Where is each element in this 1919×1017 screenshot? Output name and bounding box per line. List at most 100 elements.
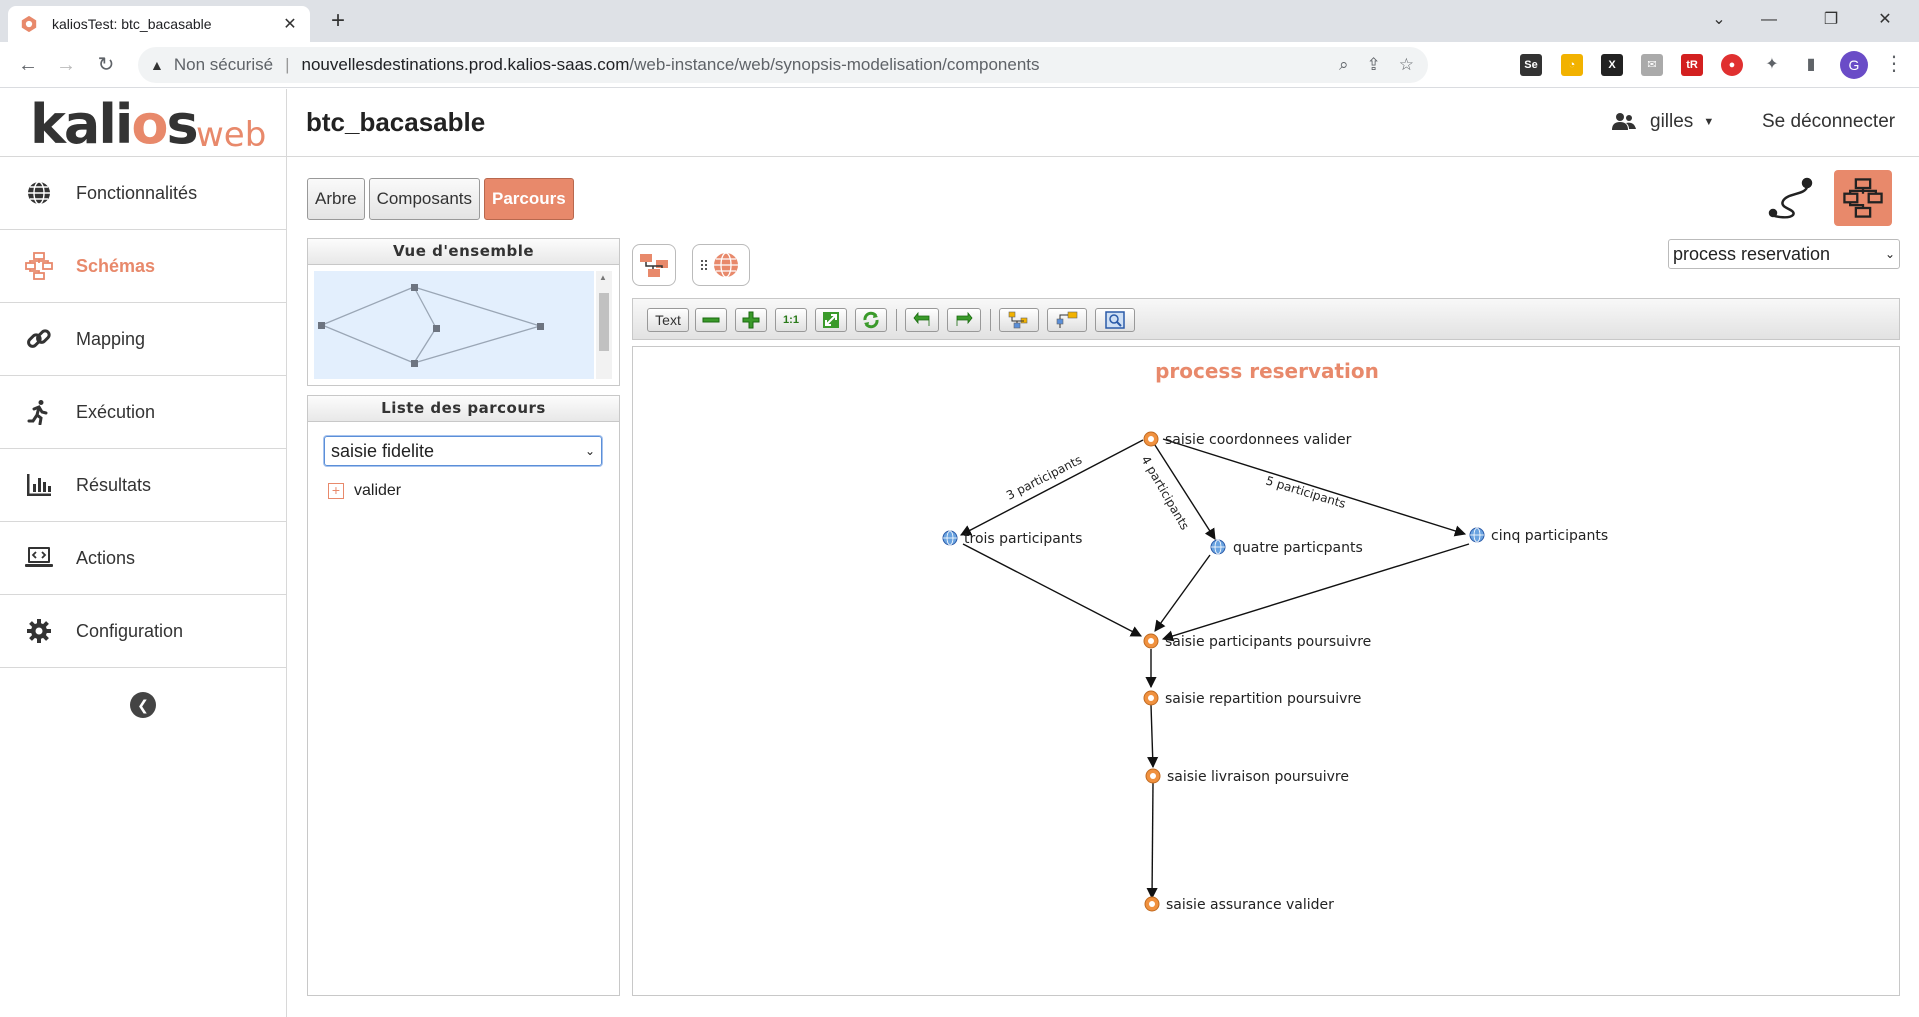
tr-extension-icon[interactable]: tR [1681,54,1703,76]
step-node-icon[interactable] [1143,431,1159,447]
sidebar-item-actions[interactable]: Actions [0,522,286,595]
node-label[interactable]: saisie participants poursuivre [1165,634,1371,650]
sidebar-item-label: Exécution [76,401,156,422]
scroll-thumb[interactable] [599,293,609,351]
chevron-down-icon: ⌄ [1884,247,1895,261]
route-path-icon[interactable] [1764,170,1820,226]
sidepanel-icon[interactable]: ▮ [1806,56,1816,73]
edge-coordonnees-trois[interactable] [960,439,1144,536]
edge-repartition-livraison[interactable] [1147,704,1159,769]
back-icon[interactable]: ← [18,54,38,76]
edge-livraison-assurance[interactable] [1146,782,1158,900]
route-select-value: saisie fidelite [331,440,435,461]
fit-button[interactable] [815,308,847,332]
schema-mode-button[interactable] [1834,170,1892,226]
bookmark-star-icon[interactable]: ☆ [1398,55,1414,74]
hierarchy-layout-button[interactable] [632,244,676,286]
globe-icon [701,252,738,278]
expand-plus-icon[interactable]: + [328,483,344,499]
overview-minimap[interactable] [314,271,594,379]
sidebar-item-label: Configuration [76,620,184,641]
x-extension-icon[interactable]: X [1601,54,1623,76]
sidebar-item-execution[interactable]: Exécution [0,376,286,449]
collapse-sidebar-button[interactable]: ❮ [130,692,156,718]
node-label[interactable]: cinq participants [1491,528,1608,544]
zoom-in-button[interactable] [735,308,767,332]
url-field[interactable]: ▲ Non sécurisé | nouvellesdestinations.p… [138,47,1428,83]
edge-coordonnees-cinq[interactable] [1162,438,1467,537]
speed-extension-icon[interactable]: ◔ [1561,54,1583,76]
mail-extension-icon[interactable]: ✉ [1641,54,1663,76]
route-select[interactable]: saisie fidelite ⌄ [324,436,602,466]
node-label[interactable]: trois participants [964,531,1082,547]
kalios-favicon-icon [21,15,37,33]
pokeball-extension-icon[interactable]: ● [1721,54,1743,76]
browser-menu-icon[interactable]: ⋮ [1884,53,1904,75]
close-tab-icon[interactable]: ✕ [283,16,297,33]
omnibox-icons: ⌕ ⇪ ☆ [1339,55,1414,75]
step-node-icon[interactable] [1143,633,1159,649]
profile-avatar[interactable]: G [1840,51,1868,79]
node-label[interactable]: saisie coordonnees valider [1165,432,1352,448]
minus-icon [702,317,720,323]
layout-compact-button[interactable] [1047,308,1087,332]
actual-size-button[interactable]: 1:1 [775,308,807,332]
puzzle-extensions-icon[interactable]: ✦ [1765,56,1779,73]
step-node-icon[interactable] [1143,690,1159,706]
sidebar-item-fonctionnalites[interactable]: Fonctionnalités [0,157,286,230]
hierarchy-icon [640,254,668,277]
warning-icon[interactable]: ▲ [150,57,164,73]
sidebar-item-configuration[interactable]: Configuration [0,595,286,668]
share-icon[interactable]: ⇪ [1366,55,1381,74]
browser-tab[interactable]: kaliosTest: btc_bacasable ✕ [8,6,310,42]
zoom-out-button[interactable] [695,308,727,332]
edge-coordonnees-quatre[interactable] [1152,441,1216,540]
redo-button[interactable] [947,308,981,332]
sidebar-item-mapping[interactable]: Mapping [0,303,286,376]
step-node-icon[interactable] [1145,768,1161,784]
user-menu[interactable]: gilles ▼ [1612,111,1714,133]
edge-quatre-participants[interactable] [1154,554,1211,632]
forward-icon[interactable]: → [56,54,76,76]
overview-scrollbar[interactable]: ▲ [596,271,612,379]
tab-parcours[interactable]: Parcours [484,178,574,220]
tab-arbre[interactable]: Arbre [307,178,365,220]
close-window-icon[interactable]: ✕ [1878,11,1892,28]
mode-switcher [1764,170,1892,226]
diagram-canvas[interactable]: process reservation 3 participants 4 par… [632,346,1900,996]
outline-button[interactable] [1095,308,1135,332]
edge-trois-participants[interactable] [962,543,1142,637]
web-node-icon[interactable] [1210,539,1226,555]
node-label[interactable]: saisie repartition poursuivre [1165,691,1361,707]
edge-label-4-participants: 4 participants [1138,454,1192,533]
web-view-button[interactable] [692,244,750,286]
kalios-logo[interactable]: kalios [30,93,199,156]
minimize-icon[interactable]: — [1761,11,1777,28]
scroll-up-icon[interactable]: ▲ [599,273,607,282]
edge-cinq-participants[interactable] [1161,543,1470,642]
restore-icon[interactable]: ❐ [1823,11,1839,28]
node-label[interactable]: quatre particpants [1233,540,1363,556]
layout-tree-button[interactable] [999,308,1039,332]
node-label[interactable]: saisie assurance valider [1166,897,1334,913]
chevron-down-icon[interactable]: ⌄ [1712,11,1726,28]
process-select[interactable]: process reservation ⌄ [1668,239,1900,269]
tab-composants[interactable]: Composants [368,178,481,220]
zoom-icon[interactable]: ⌕ [1338,55,1349,74]
expand-arrows-icon [823,312,839,328]
reload-icon[interactable]: ↻ [97,54,115,76]
undo-button[interactable] [905,308,939,332]
list-item[interactable]: + valider [328,482,401,500]
process-select-value: process reservation [1673,243,1831,264]
sidebar-item-schemas[interactable]: Schémas [0,230,286,303]
web-node-icon[interactable] [1469,527,1485,543]
new-tab-button[interactable]: + [330,7,345,34]
text-button[interactable]: Text [647,308,689,332]
selenium-extension-icon[interactable]: Se [1520,54,1542,76]
node-label[interactable]: saisie livraison poursuivre [1167,769,1349,785]
sidebar-item-resultats[interactable]: Résultats [0,449,286,522]
refresh-button[interactable] [855,308,887,332]
web-node-icon[interactable] [942,530,958,546]
step-node-icon[interactable] [1144,896,1160,912]
logout-link[interactable]: Se déconnecter [1762,111,1896,132]
